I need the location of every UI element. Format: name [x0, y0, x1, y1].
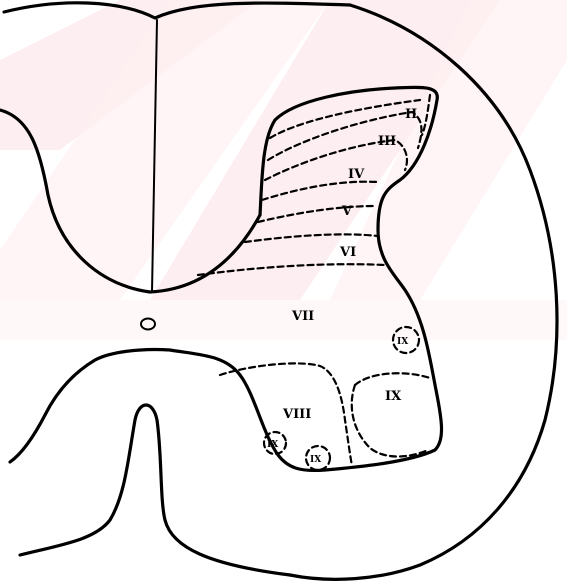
label-lamina-V: V	[341, 204, 353, 219]
label-lamina-VI: VI	[339, 245, 356, 260]
label-lamina-VIII: VIII	[282, 407, 311, 422]
label-lamina-II: II	[405, 107, 417, 122]
label-lamina-IX-large: IX	[385, 389, 402, 404]
label-lamina-IX-lower-right: IX	[310, 455, 321, 465]
ventral-grey-outline	[10, 349, 240, 462]
label-lamina-VII: VII	[291, 309, 314, 324]
label-lamina-IX-lower-left: IX	[267, 440, 278, 450]
label-lamina-IV: IV	[348, 167, 365, 182]
anterior-median-fissure	[20, 405, 290, 575]
label-lamina-IX-upper: IX	[397, 337, 408, 347]
watermark-chevrons	[0, 0, 567, 340]
label-lamina-III: III	[378, 134, 396, 149]
